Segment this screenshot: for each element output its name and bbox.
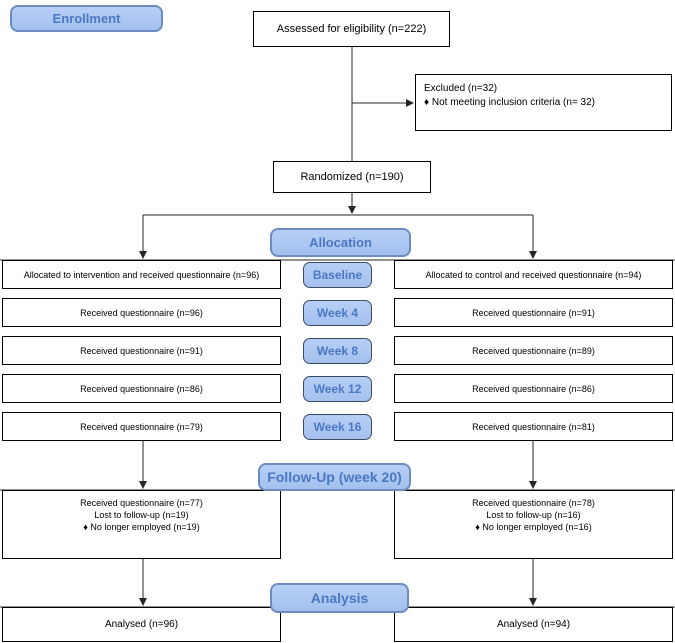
followup-line: ♦ No longer employed (n=19) bbox=[83, 522, 200, 533]
followup-line: Received questionnaire (n=77) bbox=[80, 498, 203, 508]
intervention-week16-box: Received questionnaire (n=79) bbox=[2, 412, 281, 441]
intervention-baseline-box: Allocated to intervention and received q… bbox=[2, 260, 281, 289]
randomized-box: Randomized (n=190) bbox=[273, 161, 431, 193]
assessed-eligibility-box: Assessed for eligibility (n=222) bbox=[253, 11, 450, 47]
stage-label-enrollment: Enrollment bbox=[10, 5, 163, 32]
excluded-title: Excluded (n=32) bbox=[424, 83, 498, 94]
control-week4-box: Received questionnaire (n=91) bbox=[394, 298, 673, 327]
excluded-reason: ♦ Not meeting inclusion criteria (n= 32) bbox=[424, 96, 596, 108]
followup-line: ♦ No longer employed (n=16) bbox=[475, 522, 592, 533]
control-week12-box: Received questionnaire (n=86) bbox=[394, 374, 673, 403]
timepoint-label-week8: Week 8 bbox=[303, 338, 372, 364]
intervention-analysed-box: Analysed (n=96) bbox=[2, 607, 281, 642]
timepoint-label-week12: Week 12 bbox=[303, 376, 372, 402]
stage-label-allocation: Allocation bbox=[270, 228, 411, 257]
control-followup-box: Received questionnaire (n=78) Lost to fo… bbox=[394, 490, 673, 559]
timepoint-label-baseline: Baseline bbox=[303, 262, 372, 288]
intervention-week4-box: Received questionnaire (n=96) bbox=[2, 298, 281, 327]
control-baseline-box: Allocated to control and received questi… bbox=[394, 260, 673, 289]
intervention-week8-box: Received questionnaire (n=91) bbox=[2, 336, 281, 365]
control-analysed-box: Analysed (n=94) bbox=[394, 607, 673, 642]
intervention-week12-box: Received questionnaire (n=86) bbox=[2, 374, 281, 403]
control-week16-box: Received questionnaire (n=81) bbox=[394, 412, 673, 441]
intervention-followup-box: Received questionnaire (n=77) Lost to fo… bbox=[2, 490, 281, 559]
stage-label-analysis: Analysis bbox=[270, 583, 409, 613]
followup-line: Lost to follow-up (n=16) bbox=[486, 510, 581, 521]
followup-line: Received questionnaire (n=78) bbox=[472, 498, 595, 508]
excluded-box: Excluded (n=32) ♦ Not meeting inclusion … bbox=[415, 74, 672, 131]
timepoint-label-week16: Week 16 bbox=[303, 414, 372, 440]
timepoint-label-week4: Week 4 bbox=[303, 300, 372, 326]
control-week8-box: Received questionnaire (n=89) bbox=[394, 336, 673, 365]
followup-line: Lost to follow-up (n=19) bbox=[94, 510, 189, 521]
stage-label-followup: Follow-Up (week 20) bbox=[258, 463, 411, 491]
